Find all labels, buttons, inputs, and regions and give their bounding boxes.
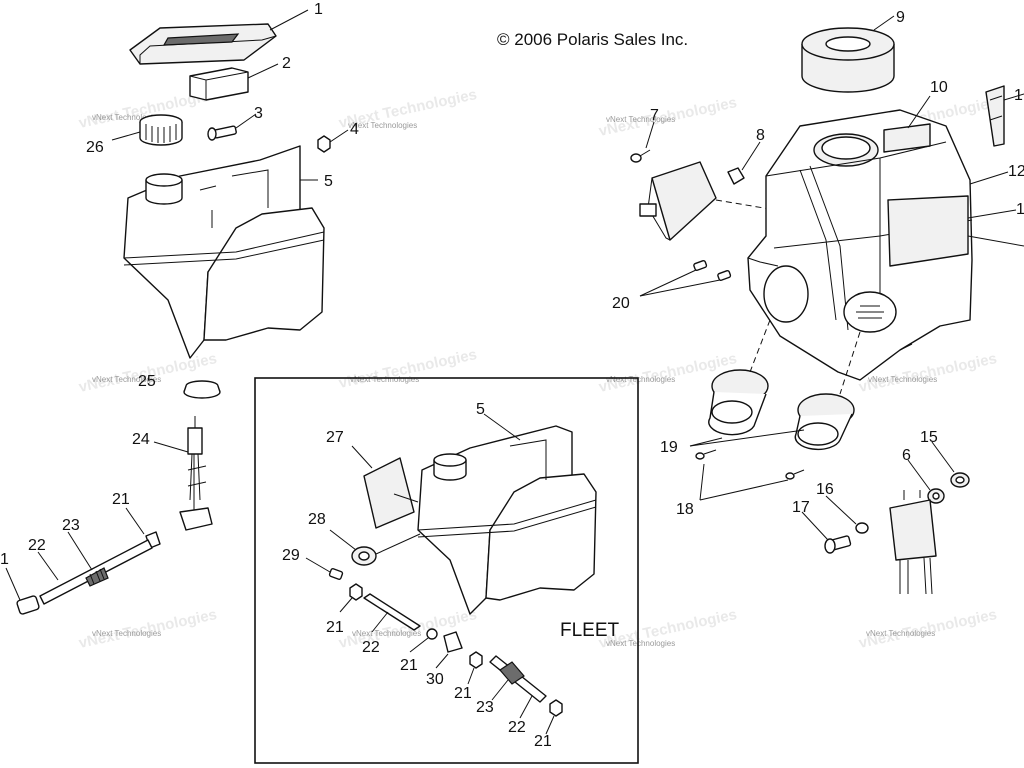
callout-6: 6 xyxy=(902,447,911,464)
part-cdi-module xyxy=(639,161,801,241)
inset-callout-21a: 21 xyxy=(326,619,344,636)
part-level-sensor xyxy=(153,416,213,531)
inset-label-sheet xyxy=(351,445,419,529)
part-grommet xyxy=(183,380,221,399)
callout-18: 18 xyxy=(676,501,694,518)
watermark-text: vNext Technologies xyxy=(868,375,937,384)
callout-9: 9 xyxy=(896,9,905,26)
watermark-text: vNext Technologies xyxy=(350,375,419,384)
leader-14 xyxy=(967,235,1024,247)
callout-labels: 1 2 3 4 5 26 7 8 9 10 1 12 1 20 25 24 21… xyxy=(0,1,1024,750)
inset-screw-29 xyxy=(305,557,344,580)
inset-callout-21c: 21 xyxy=(454,685,472,702)
part-nut xyxy=(317,129,349,153)
callout-3: 3 xyxy=(254,105,263,122)
watermark-bg: vNext Technologies xyxy=(337,346,478,392)
inset-callout-28: 28 xyxy=(308,511,326,528)
callout-22: 22 xyxy=(28,537,46,554)
callout-26: 26 xyxy=(86,139,104,156)
callout-17: 17 xyxy=(792,499,810,516)
callout-4: 4 xyxy=(350,121,359,138)
part-airbox-housing xyxy=(747,95,973,381)
part-reservoir-box xyxy=(123,145,325,359)
watermark-text: vNext Technologies xyxy=(606,115,675,124)
inset-callout-21d: 21 xyxy=(534,733,552,750)
watermark-text: vNext Technologies xyxy=(866,629,935,638)
callout-23: 23 xyxy=(62,517,80,534)
inset-callout-29: 29 xyxy=(282,547,300,564)
callout-12: 12 xyxy=(1008,163,1024,180)
leader-12 xyxy=(969,171,1009,185)
part-clip xyxy=(727,141,761,185)
part-screw xyxy=(630,121,655,163)
callout-11: 1 xyxy=(1014,87,1023,104)
callout-20: 20 xyxy=(612,295,630,312)
part-battery-cover xyxy=(129,9,309,65)
part-foam-pad xyxy=(189,63,279,101)
part-screws-18 xyxy=(695,449,805,501)
callout-7: 7 xyxy=(650,107,659,124)
callout-2: 2 xyxy=(282,55,291,72)
inset-grommet xyxy=(329,529,421,566)
inset-reservoir-box xyxy=(417,413,597,615)
fleet-label: FLEET xyxy=(560,620,620,641)
callout-13: 1 xyxy=(1016,201,1024,218)
part-foam-ring xyxy=(801,15,895,93)
callout-8: 8 xyxy=(756,127,765,144)
part-filler-cap xyxy=(111,114,183,146)
inset-callout-27: 27 xyxy=(326,429,344,446)
inset-callout-5: 5 xyxy=(476,401,485,418)
leader-13 xyxy=(967,209,1017,219)
watermark-text: vNext Technologies xyxy=(352,629,421,638)
callout-21: 21 xyxy=(112,491,130,508)
callout-25: 25 xyxy=(138,373,156,390)
watermark-text: vNext Technologies xyxy=(606,375,675,384)
inset-callout-30: 30 xyxy=(426,671,444,688)
callout-10: 10 xyxy=(930,79,948,96)
callout-16: 16 xyxy=(816,481,834,498)
callout-15: 15 xyxy=(920,429,938,446)
fleet-inset-frame xyxy=(254,377,639,764)
watermark-text: vNext Technologies xyxy=(92,629,161,638)
watermark-text: vNext Technologies xyxy=(348,121,417,130)
callout-24: 24 xyxy=(132,431,150,448)
inset-callout-23: 23 xyxy=(476,699,494,716)
part-intake-boots xyxy=(689,319,861,451)
inset-callout-21b: 21 xyxy=(400,657,418,674)
part-hardware-right xyxy=(801,441,970,595)
part-strap xyxy=(985,85,1024,147)
part-screws-20 xyxy=(639,259,732,297)
callout-19: 19 xyxy=(660,439,678,456)
callout-1: 1 xyxy=(314,1,323,18)
part-hose-fittings xyxy=(5,507,161,615)
copyright-notice: © 2006 Polaris Sales Inc. xyxy=(497,30,688,49)
watermark-text: vNext Technologies xyxy=(606,639,675,648)
watermark-text: vNext Technologies xyxy=(92,375,161,384)
part-bolt xyxy=(207,113,257,141)
inset-fittings xyxy=(339,583,563,735)
inset-callout-22b: 22 xyxy=(508,719,526,736)
callout-1-left: 1 xyxy=(0,551,9,568)
watermark-text: vNext Technologies xyxy=(92,113,161,122)
inset-callout-22a: 22 xyxy=(362,639,380,656)
callout-5: 5 xyxy=(324,173,333,190)
